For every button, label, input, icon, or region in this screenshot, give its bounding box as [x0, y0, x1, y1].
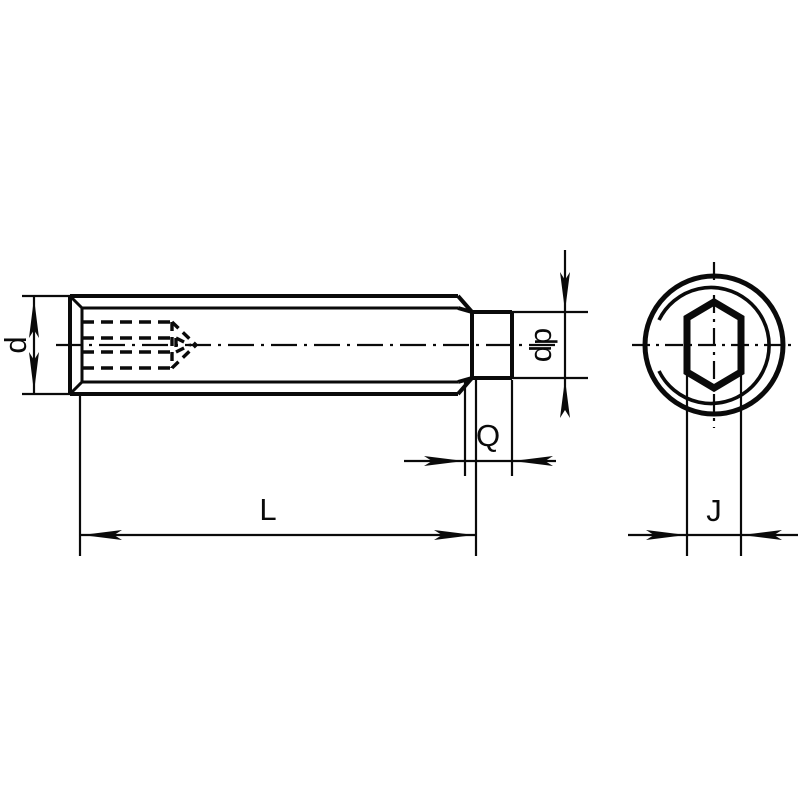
- dimension-q: Q: [404, 380, 556, 476]
- end-view: [632, 262, 796, 428]
- socket-cone-upper: [170, 320, 198, 347]
- dimension-j: J: [628, 372, 798, 556]
- socket-cone-lower: [170, 343, 198, 370]
- dim-d-label: d: [0, 336, 33, 353]
- left-bottom-chamfer: [68, 380, 84, 396]
- dim-j-label: J: [706, 493, 722, 528]
- dim-q-label: Q: [476, 418, 500, 453]
- socket-cone-inner-upper: [175, 336, 191, 347]
- dim-dp-arrow-top: [560, 272, 570, 311]
- dim-dp-arrow-bottom: [560, 379, 570, 418]
- dim-q-arrow-left: [424, 456, 464, 466]
- dog-point-top-chamfer-inner: [457, 306, 473, 314]
- dimension-d: d: [0, 294, 84, 396]
- dim-l-arrow-left: [82, 530, 122, 540]
- socket-cone-inner-lower: [175, 343, 191, 354]
- dim-j-arrow-right: [742, 530, 782, 540]
- dimension-dp: dp: [512, 250, 588, 418]
- dim-q-arrow-right: [513, 456, 553, 466]
- dim-d-arrow-bottom: [29, 352, 39, 392]
- dim-l-arrow-right: [434, 530, 474, 540]
- left-top-chamfer: [68, 294, 84, 310]
- dim-l-label: L: [259, 492, 276, 527]
- side-elevation-view: [56, 294, 556, 396]
- hidden-hex-socket: [82, 320, 198, 370]
- dim-d-arrow-top: [29, 298, 39, 338]
- dim-dp-label: dp: [523, 328, 558, 362]
- dim-j-arrow-left: [646, 530, 686, 540]
- dimension-l: L: [78, 380, 478, 556]
